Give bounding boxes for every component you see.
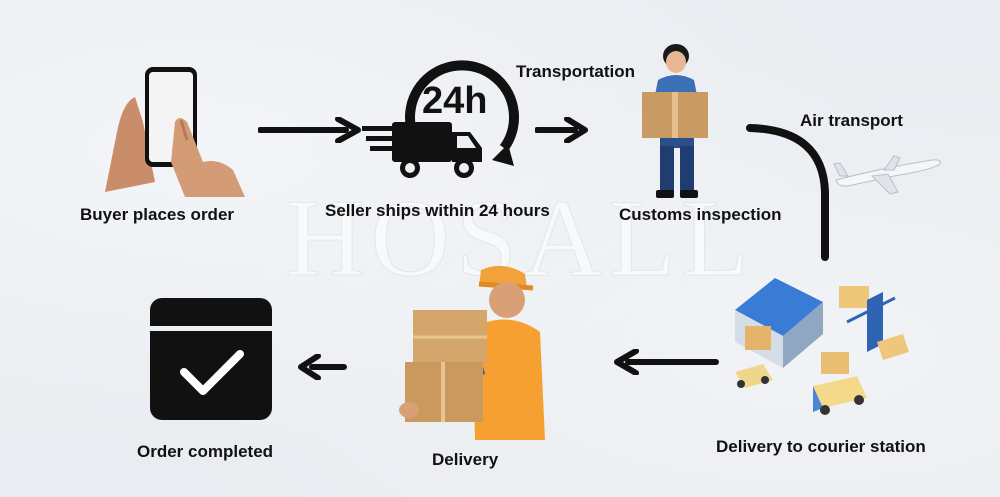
calendar-check-icon (150, 298, 272, 420)
courier-icon (399, 265, 545, 440)
warehouse-icon (735, 278, 909, 415)
arrow-left-icon (298, 354, 347, 380)
step-label-seller: Seller ships within 24 hours (325, 201, 550, 220)
curved-connector-arrow (746, 124, 829, 261)
delivery-truck-icon (362, 122, 482, 178)
step-label-transportation: Transportation (516, 62, 636, 81)
clock-label: 24h (422, 80, 488, 122)
airplane-icon (833, 155, 941, 195)
hand-phone-icon (105, 67, 245, 197)
step-label-completed: Order completed (137, 442, 274, 461)
step-label-buyer: Buyer places order (80, 205, 235, 224)
step-label-customs: Customs inspection (619, 205, 782, 224)
step-label-delivery: Delivery (432, 450, 499, 469)
customs-worker-icon (642, 44, 708, 198)
arrow-left-icon (614, 349, 719, 375)
step-label-courier: Delivery to courier station (716, 437, 926, 456)
step-label-air: Air transport (800, 111, 903, 130)
clock-24h-icon (405, 60, 519, 166)
arrow-right-icon (258, 117, 361, 143)
arrow-right-icon (535, 117, 588, 143)
